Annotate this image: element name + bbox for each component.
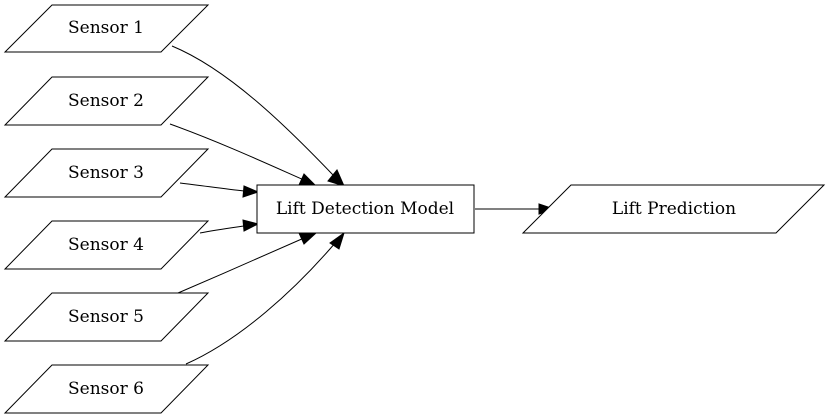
parallelogram-shape [3,292,210,342]
sensor-node-4: Sensor 4 [3,220,210,270]
arrow-head [242,219,260,232]
sensor-node-5: Sensor 5 [3,292,210,342]
arrow-head [327,169,345,187]
output-node: Lift Prediction [521,184,826,234]
edge-sensor4-to-model [199,219,260,234]
sensor-node-3: Sensor 3 [3,148,210,198]
sensor-label-2: Sensor 2 [68,91,144,111]
arrow-head [242,185,260,198]
input-nodes: Sensor 1 Sensor 2 Sensor 3 Sensor 4 Sens… [3,4,210,414]
arrow-head [329,231,345,250]
sensor-label-6: Sensor 6 [68,379,144,399]
sensor-node-6: Sensor 6 [3,364,210,414]
parallelogram-shape [3,220,210,270]
sensor-label-3: Sensor 3 [68,163,144,183]
edge-sensor3-to-model [179,182,260,198]
parallelogram-shape [3,364,210,414]
sensor-node-1: Sensor 1 [3,4,210,53]
parallelogram-shape [3,76,210,126]
edge-sensor5-to-model [177,232,318,294]
model-node: Lift Detection Model [256,184,475,234]
rectangle-shape [256,184,475,234]
edges [169,45,556,365]
sensor-node-2: Sensor 2 [3,76,210,126]
edge-sensor1-to-model [171,45,345,187]
prediction-label: Lift Prediction [612,199,736,219]
sensor-label-5: Sensor 5 [68,307,144,327]
parallelogram-shape [3,4,210,53]
edge-sensor6-to-model [185,231,345,365]
parallelogram-shape [521,184,826,234]
sensor-label-1: Sensor 1 [68,18,144,38]
model-label: Lift Detection Model [276,199,454,219]
arrow-head [298,232,318,245]
arrow-head [298,173,318,187]
parallelogram-shape [3,148,210,198]
sensor-label-4: Sensor 4 [68,235,144,255]
edge-model-to-prediction [475,203,556,215]
